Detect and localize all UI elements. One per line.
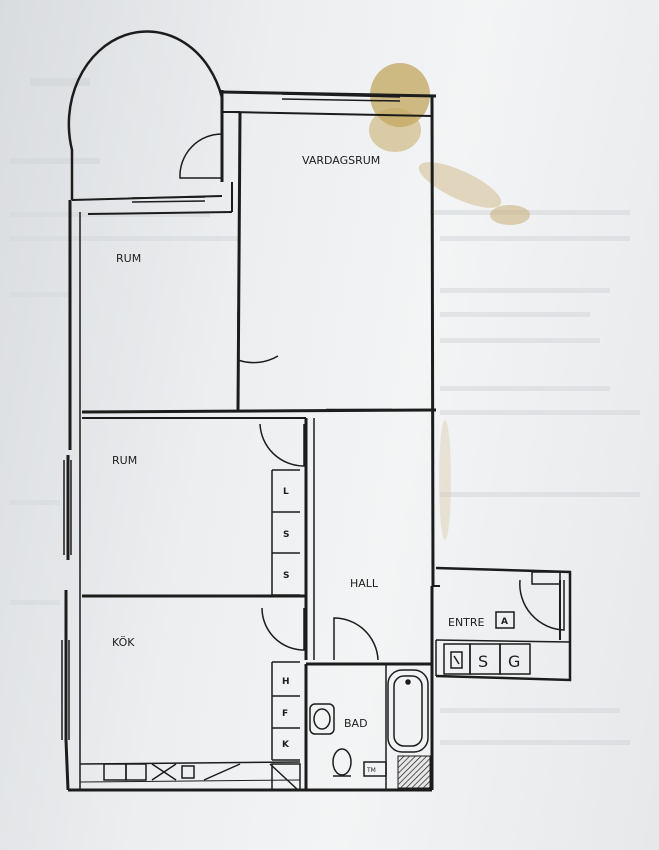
wardrobe-label: L [283, 487, 289, 497]
bath-appliance-label: TM [366, 767, 376, 774]
entre-marker: A [501, 617, 508, 627]
label-vardagsrum: VARDAGSRUM [302, 154, 380, 167]
bath-fixtures [309, 669, 431, 789]
wardrobe-label: H [282, 677, 290, 687]
label-rum-1: RUM [116, 252, 141, 265]
label-entre: ENTRE [448, 616, 485, 629]
wardrobe-label: S [283, 530, 289, 540]
storage-label: G [508, 652, 520, 671]
entre-marker-box [495, 611, 515, 629]
label-rum-2: RUM [112, 454, 137, 467]
doors [179, 133, 565, 661]
storage-label: S [478, 652, 488, 671]
walls [64, 30, 572, 792]
entre-storage [443, 571, 561, 675]
storage-icon [450, 651, 463, 669]
label-kok: KÖK [112, 636, 135, 649]
wardrobe-label: F [282, 709, 288, 719]
wardrobe-label: K [282, 740, 290, 750]
coffee-stain [369, 63, 530, 540]
windows [61, 93, 401, 740]
label-bad: BAD [344, 717, 368, 730]
wardrobe-label: S [283, 571, 289, 581]
label-hall: HALL [350, 577, 379, 590]
kitchen-counter [103, 763, 301, 791]
